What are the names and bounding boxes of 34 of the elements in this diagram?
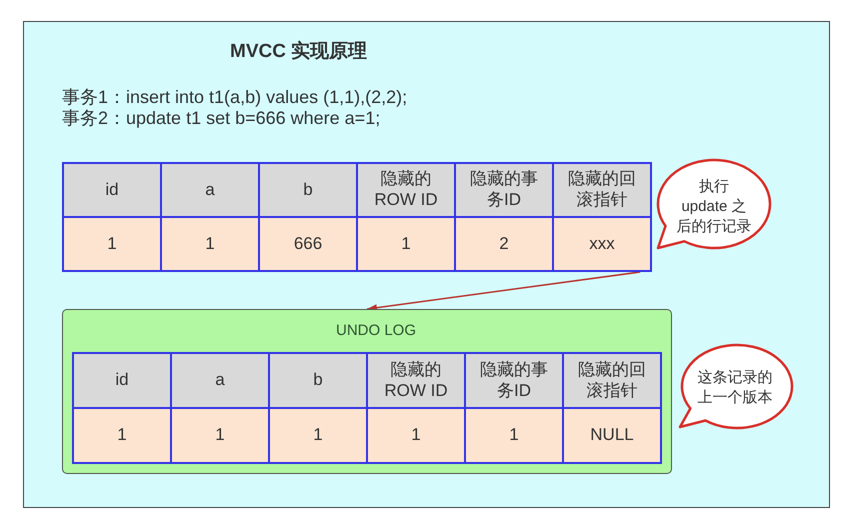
- table-cell: 1: [270, 409, 366, 462]
- column-header: 隐藏的 ROW ID: [368, 354, 464, 407]
- statement-text: 事务1：insert into t1(a,b) values (1,1),(2,2);: [62, 86, 408, 108]
- arrow: [366, 271, 640, 312]
- table-cell: 1: [74, 409, 170, 462]
- data-table: [72, 352, 662, 464]
- callout-text: 执行 update 之后的行记录: [676, 177, 752, 237]
- table-cell: 1: [64, 218, 160, 270]
- column-header: a: [162, 164, 258, 216]
- table-cell: 2: [456, 218, 552, 270]
- column-header: b: [260, 164, 356, 216]
- column-header: 隐藏的回滚指针: [564, 354, 660, 407]
- table-cell: xxx: [554, 218, 650, 270]
- table-cell: 1: [466, 409, 562, 462]
- column-header: 隐藏的 ROW ID: [358, 164, 454, 216]
- column-header: 隐藏的事务ID: [456, 164, 552, 216]
- column-header: a: [172, 354, 268, 407]
- table-cell: 1: [162, 218, 258, 270]
- undo-log-panel: [62, 309, 672, 474]
- column-header: 隐藏的事务ID: [466, 354, 562, 407]
- callout-text: 这条记录的上一个版本: [696, 368, 774, 408]
- panel-heading: UNDO LOG: [336, 322, 416, 340]
- table-cell: 1: [368, 409, 464, 462]
- table-cell: 666: [260, 218, 356, 270]
- table-cell: NULL: [564, 409, 660, 462]
- diagram-title: MVCC 实现原理: [230, 41, 368, 63]
- table-cell: 1: [172, 409, 268, 462]
- statement-text: 事务2：update t1 set b=666 where a=1;: [62, 107, 380, 129]
- column-header: b: [270, 354, 366, 407]
- data-table: [62, 162, 652, 272]
- column-header: 隐藏的回滚指针: [554, 164, 650, 216]
- column-header: id: [74, 354, 170, 407]
- column-header: id: [64, 164, 160, 216]
- table-cell: 1: [358, 218, 454, 270]
